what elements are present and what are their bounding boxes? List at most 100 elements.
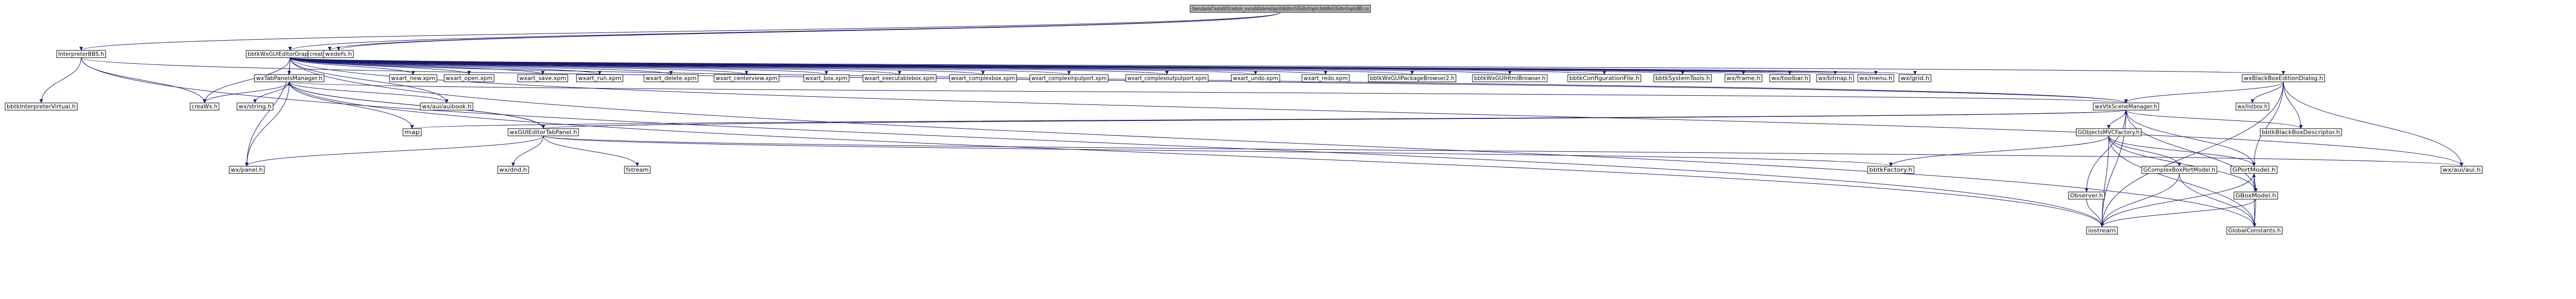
graph-node-xpm_run[interactable]: wxart_run.xpm bbox=[576, 74, 623, 82]
graph-node-root: /Users/davila/Creatis/All3/creatools_sou… bbox=[1190, 5, 1371, 13]
graph-node-box bbox=[2233, 191, 2278, 200]
graph-node-label: wx/frame.h bbox=[1726, 76, 1760, 82]
graph-node-wxaui[interactable]: wx/aui/aui.h bbox=[2441, 166, 2483, 174]
graph-node-wxframe[interactable]: wx/frame.h bbox=[1724, 74, 1762, 82]
nodes-layer: /Users/davila/Creatis/All3/creatools_sou… bbox=[5, 5, 2483, 235]
graph-node-vtkscene[interactable]: wxVtkSceneManager.h bbox=[2093, 102, 2159, 111]
graph-node-box bbox=[5, 102, 78, 111]
graph-node-xpm_cin[interactable]: wxart_complexinputport.xpm bbox=[1029, 74, 1109, 82]
edge-vtkscene-to-gboxmodel bbox=[2126, 110, 2258, 192]
graph-node-xpm_cout[interactable]: wxart_complexoutputport.xpm bbox=[1125, 74, 1209, 82]
graph-node-gportmodel[interactable]: GPortModel.h bbox=[2230, 166, 2278, 174]
graph-node-label: wx/panel.h bbox=[231, 167, 263, 173]
graph-node-htmlb[interactable]: bbtkWxGUIHtmlBrowser.h bbox=[1472, 74, 1548, 82]
graph-node-goobjmvc[interactable]: GObjectsMVCFactory.h bbox=[2076, 128, 2142, 136]
graph-node-label: wxart_complexoutputport.xpm bbox=[1127, 76, 1207, 82]
edge-vtkscene-to-bbdesc bbox=[2126, 110, 2303, 129]
edge-goobjmvc-to-gportmodel bbox=[2108, 135, 2256, 167]
graph-node-wxstring[interactable]: wx/string.h bbox=[236, 102, 274, 111]
graph-node-wxpanel[interactable]: wx/panel.h bbox=[229, 166, 265, 174]
graph-node-label: bbtkConfigurationFile.h bbox=[1569, 76, 1639, 82]
graph-node-xpm_redo[interactable]: wxart_redo.xpm bbox=[1301, 74, 1350, 82]
graph-node-box bbox=[1029, 74, 1109, 82]
graph-node-label: GBoxModel.h bbox=[2235, 193, 2276, 199]
graph-node-interp_virt[interactable]: bbtkInterpreterVirtual.h bbox=[5, 102, 78, 111]
graph-node-label: wxVtkSceneManager.h bbox=[2095, 104, 2157, 110]
graph-node-box bbox=[2086, 226, 2118, 235]
graph-node-xpm_undo[interactable]: wxart_undo.xpm bbox=[1231, 74, 1280, 82]
edge-wxbbedit-to-bbdesc bbox=[2283, 81, 2303, 129]
graph-node-createfn[interactable]: creaWx.h bbox=[190, 102, 219, 111]
graph-node-wxbitmap[interactable]: wx/bitmap.h bbox=[1816, 74, 1854, 82]
graph-node-label: wx/toolbar.h bbox=[1771, 76, 1808, 82]
graph-node-pkgb[interactable]: bbtkWxGUIPackageBrowser2.h bbox=[1368, 74, 1456, 82]
graph-node-xpm_new[interactable]: wxart_new.xpm bbox=[389, 74, 437, 82]
edge-interp-to-createfn bbox=[81, 57, 207, 103]
graph-node-box bbox=[190, 102, 219, 111]
graph-node-xpm_box[interactable]: wxart_box.xpm bbox=[803, 74, 850, 82]
edge-gcomplexport-to-globalconst bbox=[2179, 173, 2257, 227]
graph-node-box bbox=[1857, 74, 1894, 82]
graph-node-label: InterpreterBBS.h bbox=[58, 51, 104, 58]
graph-node-label: wxGUIEditorTabPanel.h bbox=[510, 130, 577, 136]
graph-node-wxtabpm[interactable]: wxTabPanelsManager.h bbox=[254, 74, 325, 82]
graph-node-xpm_open[interactable]: wxart_open.xpm bbox=[444, 74, 495, 82]
graph-node-wxtoolbar[interactable]: wx/toolbar.h bbox=[1769, 74, 1810, 82]
graph-node-box bbox=[1816, 74, 1854, 82]
graph-node-xpm_center[interactable]: wxart_centerview.xpm bbox=[714, 74, 779, 82]
graph-node-box bbox=[497, 166, 529, 174]
graph-node-interp[interactable]: InterpreterBBS.h bbox=[56, 50, 106, 58]
graph-node-conffile[interactable]: bbtkConfigurationFile.h bbox=[1567, 74, 1641, 82]
graph-node-box bbox=[254, 74, 325, 82]
graph-node-box bbox=[389, 74, 437, 82]
graph-node-label: wxart_delete.xpm bbox=[646, 76, 697, 82]
graph-node-box bbox=[1190, 5, 1371, 13]
edge-wxtabpm-to-wxstring bbox=[253, 81, 290, 103]
graph-node-xpm_delete[interactable]: wxart_delete.xpm bbox=[643, 74, 699, 82]
graph-node-xpm_complex[interactable]: wxart_complexbox.xpm bbox=[949, 74, 1017, 82]
graph-node-map[interactable]: map bbox=[402, 128, 422, 136]
graph-node-label: wxart_run.xpm bbox=[578, 76, 621, 82]
graph-node-label: wx/menu.h bbox=[1859, 76, 1892, 82]
graph-node-label: GComplexBoxPortModel.h bbox=[2143, 167, 2215, 173]
graph-node-bbfactory[interactable]: bbtkFactory.h bbox=[1867, 166, 1914, 174]
graph-node-wxmenu[interactable]: wx/menu.h bbox=[1857, 74, 1894, 82]
graph-node-label: wxdefs.h bbox=[325, 51, 352, 58]
edge-wxtabpm-to-wxauinb bbox=[289, 81, 449, 103]
graph-node-systools[interactable]: bbtkSystemTools.h bbox=[1653, 74, 1712, 82]
graph-node-wxdnd[interactable]: wx/dnd.h bbox=[497, 166, 529, 174]
graph-node-label: wx/listbox.h bbox=[2238, 104, 2267, 110]
graph-node-bbdesc[interactable]: bbtkBlackBoxDescriptor.h bbox=[2260, 128, 2342, 136]
graph-node-label: wxart_executablebox.xpm bbox=[865, 76, 935, 82]
edge-goobjmvc-to-gboxmodel bbox=[2108, 135, 2258, 192]
graph-node-box bbox=[1724, 74, 1762, 82]
graph-node-xpm_save[interactable]: wxart_save.xpm bbox=[517, 74, 568, 82]
graph-node-box bbox=[714, 74, 779, 82]
graph-node-wxbbedit[interactable]: wxBlackBoxEditionDialog.h bbox=[2242, 74, 2325, 82]
edge-gboxmodel-to-gportmodel bbox=[2252, 173, 2256, 192]
graph-node-box bbox=[1567, 74, 1641, 82]
graph-node-wxguitab[interactable]: wxGUIEditorTabPanel.h bbox=[507, 128, 579, 136]
graph-node-globalconst[interactable]: GlobalConstants.h bbox=[2226, 226, 2283, 235]
graph-node-box bbox=[2242, 74, 2325, 82]
graph-node-wxauinb[interactable]: wx/aui/auibook.h bbox=[420, 102, 473, 111]
graph-node-label: wxart_box.xpm bbox=[805, 76, 848, 82]
graph-node-gboxmodel[interactable]: GBoxModel.h bbox=[2233, 191, 2278, 200]
graph-node-box bbox=[1867, 166, 1914, 174]
graph-node-box bbox=[2441, 166, 2483, 174]
graph-node-wxgrid[interactable]: wx/grid.h bbox=[1899, 74, 1931, 82]
graph-node-gcomplexport[interactable]: GComplexBoxPortModel.h bbox=[2141, 166, 2217, 174]
graph-node-fstream[interactable]: fstream bbox=[624, 166, 651, 174]
edge-wxtabpm-to-wxpanel bbox=[245, 81, 290, 167]
graph-node-xpm_exec[interactable]: wxart_executablebox.xpm bbox=[862, 74, 937, 82]
graph-node-box bbox=[1653, 74, 1712, 82]
graph-node-wxlistbox[interactable]: wx/listbox.h bbox=[2235, 102, 2269, 111]
graph-node-label: GPortModel.h bbox=[2232, 167, 2276, 173]
graph-node-box bbox=[1899, 74, 1931, 82]
graph-node-label: GObjectsMVCFactory.h bbox=[2078, 130, 2140, 136]
graph-node-iostream[interactable]: iostream bbox=[2086, 226, 2118, 235]
graph-node-observer[interactable]: Observer.h bbox=[2068, 191, 2105, 200]
graph-node-wxdefs[interactable]: wxdefs.h bbox=[323, 50, 354, 58]
graph-node-box bbox=[507, 128, 579, 136]
edge-wxbbedit-to-wxlistbox bbox=[2250, 81, 2284, 103]
